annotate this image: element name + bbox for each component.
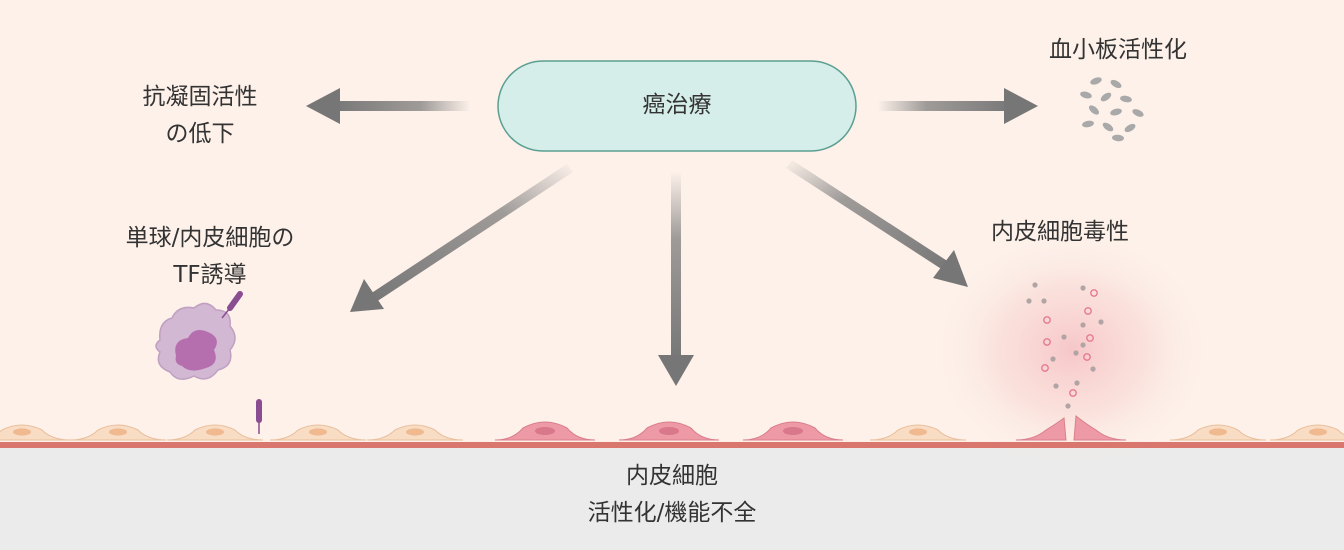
anticoagulant-label-line1: 抗凝固活性 bbox=[142, 84, 258, 110]
arrow-to-bottom bbox=[658, 172, 694, 386]
membrane-line bbox=[0, 442, 1344, 448]
arrow-to-endothelial-toxicity bbox=[786, 160, 968, 287]
center-node-label: 癌治療 bbox=[642, 92, 712, 118]
arrow-to-platelet bbox=[878, 88, 1038, 124]
center-node bbox=[497, 60, 857, 152]
platelet-cluster bbox=[1080, 77, 1144, 142]
arrow-to-tf-induction bbox=[350, 164, 573, 312]
tf-induction-label-line2: TF誘導 bbox=[173, 262, 247, 288]
platelet-label: 血小板活性化 bbox=[1049, 37, 1187, 63]
tf-induction-label-line1: 単球/内皮細胞の bbox=[125, 225, 295, 251]
monocyte bbox=[155, 302, 236, 380]
anticoagulant-label-line2: の低下 bbox=[165, 121, 235, 147]
damaged-endothelial-cell bbox=[1015, 415, 1127, 441]
released-particles bbox=[1026, 282, 1104, 409]
tf-receptor-on-monocyte bbox=[221, 291, 243, 319]
endothelial-toxicity-label: 内皮細胞毒性 bbox=[991, 219, 1129, 245]
bottom-label: 内皮細胞 活性化/機能不全 bbox=[522, 458, 822, 532]
tf-induction-label: 単球/内皮細胞の TF誘導 bbox=[90, 220, 330, 294]
damage-glow bbox=[932, 230, 1212, 470]
arrow-to-anticoagulant bbox=[306, 88, 470, 124]
bottom-label-line2: 活性化/機能不全 bbox=[587, 500, 757, 526]
anticoagulant-label: 抗凝固活性 の低下 bbox=[110, 79, 290, 153]
bottom-band bbox=[0, 448, 1344, 550]
bottom-label-line1: 内皮細胞 bbox=[626, 463, 718, 489]
